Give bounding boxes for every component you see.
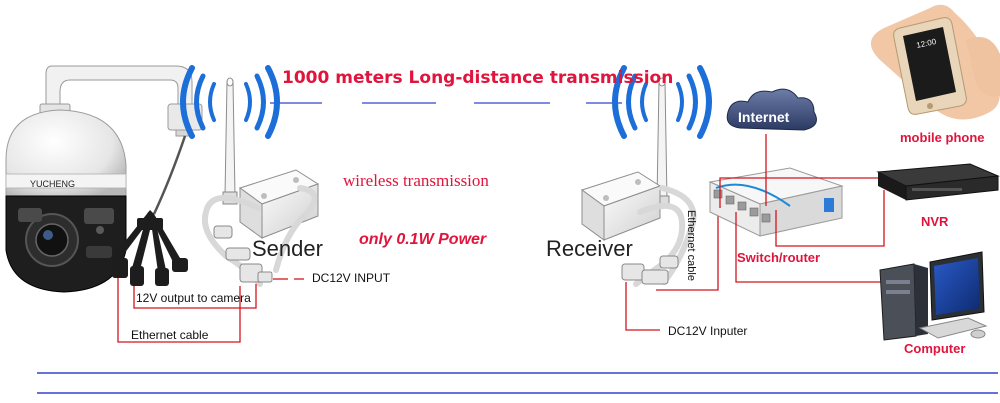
camera-pigtail-connectors bbox=[112, 210, 188, 286]
sender-connectors bbox=[213, 225, 273, 283]
power-label: only 0.1W Power bbox=[359, 231, 487, 248]
ethernet-cable-left-label: Ethernet cable bbox=[131, 328, 209, 342]
switch-router-icon bbox=[708, 167, 844, 237]
headline-label: 1000 meters Long-distance transmission bbox=[282, 68, 674, 88]
ethernet-cable-right-label: Ethernet cable bbox=[685, 210, 697, 281]
switch-router-label: Switch/router bbox=[737, 250, 821, 265]
dc-input-label: DC12V INPUT bbox=[312, 271, 391, 285]
svg-text:12:00: 12:00 bbox=[916, 37, 938, 50]
receiver-red-wires bbox=[625, 198, 719, 331]
internet-cloud-icon bbox=[726, 88, 817, 131]
nvr-icon bbox=[876, 163, 1000, 201]
camera-cable-line bbox=[152, 135, 187, 215]
dc-inputer-label: DC12V Inputer bbox=[668, 324, 748, 338]
sender-antenna-icon bbox=[222, 77, 238, 205]
internet-label: Internet bbox=[738, 109, 790, 125]
computer-label: Computer bbox=[904, 341, 966, 356]
wireless-transmission-label: wireless transmission bbox=[343, 171, 489, 190]
sender-wifi-signal-icon bbox=[180, 65, 280, 139]
camera-brand-label: YUCHENG bbox=[30, 179, 76, 189]
sender-label: Sender bbox=[252, 236, 323, 261]
mobile-phone-icon: 12:00 bbox=[870, 4, 1000, 120]
computer-icon bbox=[879, 251, 988, 341]
mobile-phone-label: mobile phone bbox=[900, 130, 985, 145]
nvr-label: NVR bbox=[921, 214, 949, 229]
output-camera-label: 12V output to camera bbox=[136, 291, 251, 305]
receiver-connectors bbox=[621, 255, 679, 285]
receiver-box-icon bbox=[580, 171, 662, 241]
receiver-label: Receiver bbox=[546, 236, 633, 261]
receiver-wifi-signal-icon bbox=[612, 65, 712, 139]
network-red-wires bbox=[719, 134, 892, 283]
sender-red-wires bbox=[117, 278, 304, 343]
